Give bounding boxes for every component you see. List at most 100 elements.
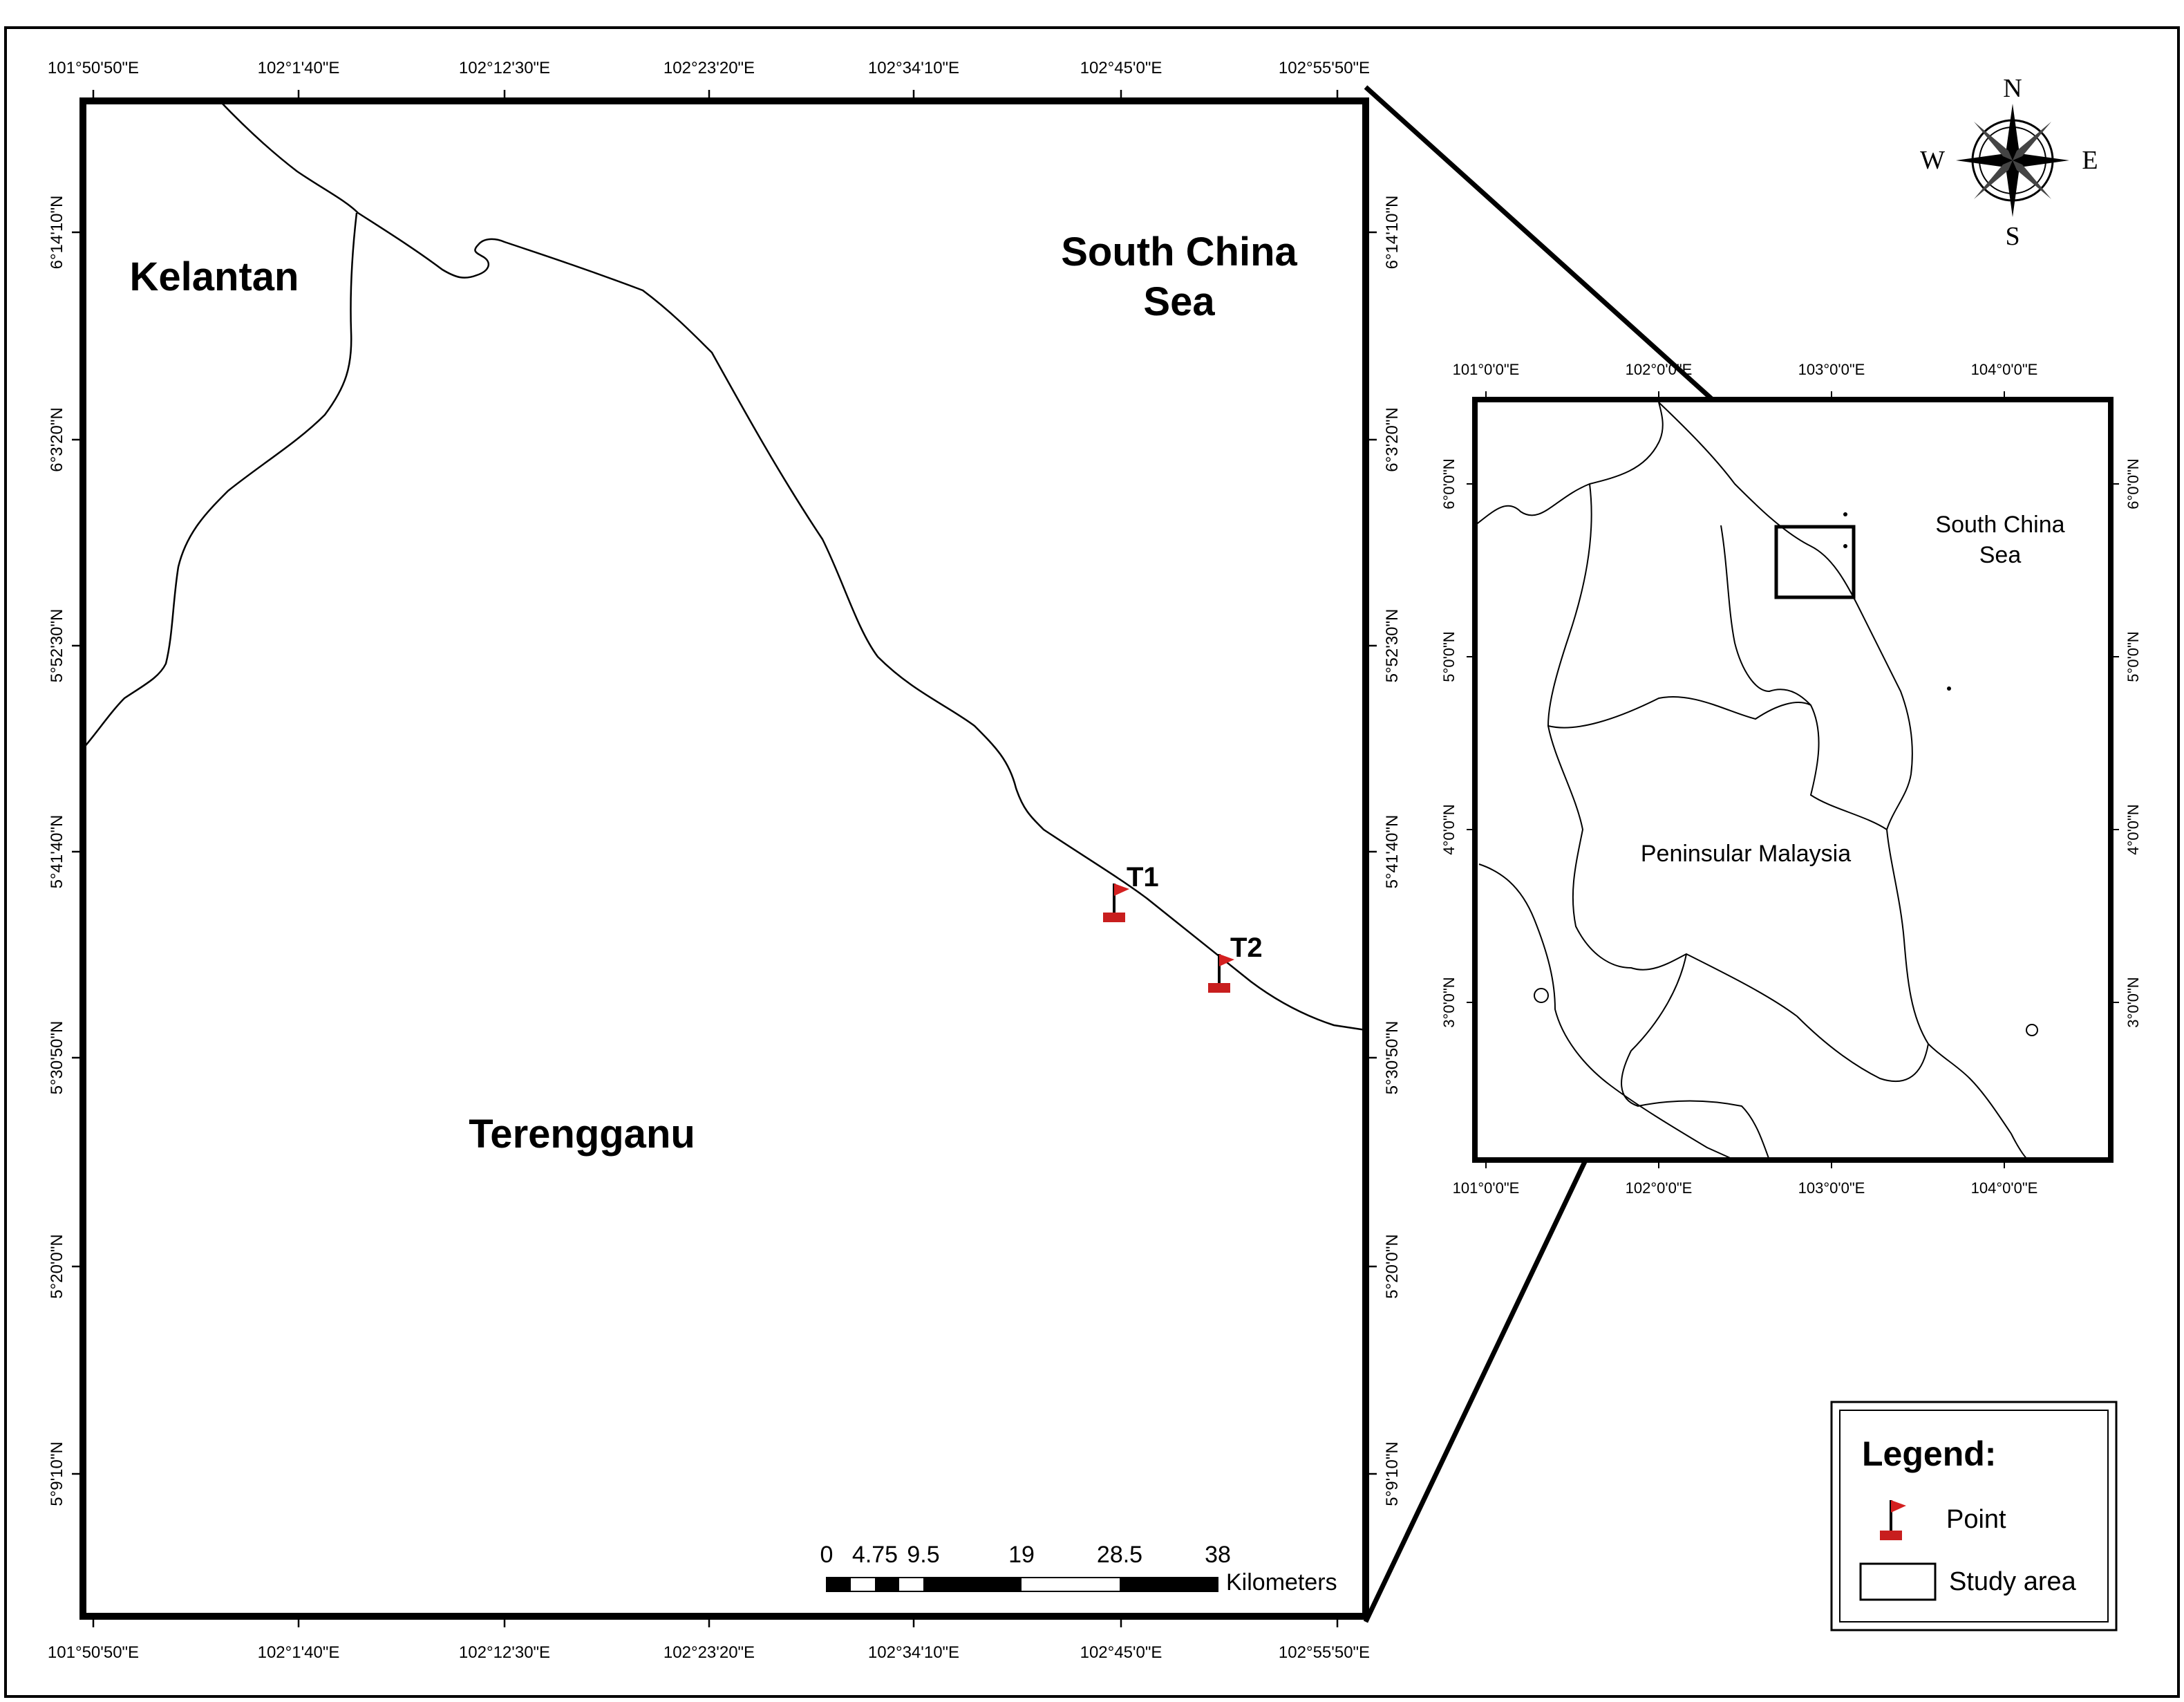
label-kelantan: Kelantan [130,254,299,299]
tick-right-3: 5°41'40"N [1383,815,1402,889]
inset-tick-top-1: 102°0'0"E [1626,361,1693,378]
tick-bottom-6: 102°55'50"E [1279,1643,1370,1662]
tick-left-2: 5°52'30"N [48,609,66,683]
inset-map: 101°0'0"E 102°0'0"E 103°0'0"E 104°0'0"E … [1440,361,2142,1197]
legend-study-area-label: Study area [1949,1567,2077,1596]
scale-tick-5: 38 [1205,1542,1231,1568]
tick-left-6: 5°9'10"N [48,1441,66,1506]
inset-tick-bottom-0: 101°0'0"E [1453,1179,1520,1197]
inset-bottom-ticks: 101°0'0"E 102°0'0"E 103°0'0"E 104°0'0"E [1453,1179,2038,1197]
tick-bottom-1: 102°1'40"E [258,1643,340,1662]
inset-tick-left-1: 5°0'0"N [1440,631,1458,682]
inset-tick-left-3: 3°0'0"N [1440,977,1458,1027]
tick-bottom-2: 102°12'30"E [459,1643,550,1662]
inset-tick-top-0: 101°0'0"E [1453,361,1520,378]
tick-top-1: 102°1'40"E [258,59,340,77]
inset-tick-bottom-1: 102°0'0"E [1626,1179,1693,1197]
study-area-box [1774,525,1856,599]
tick-top-2: 102°12'30"E [459,59,550,77]
inset-tick-right-1: 5°0'0"N [2125,631,2142,682]
label-sea-line1: South China [1061,230,1297,274]
inset-tick-marks [1467,391,2119,1168]
main-map-top-ticks: 101°50'50"E 102°1'40"E 102°12'30"E 102°2… [48,59,1370,77]
tick-right-6: 5°9'10"N [1383,1441,1402,1506]
scale-unit: Kilometers [1226,1569,1337,1596]
label-sea-line2: Sea [1143,279,1215,324]
tick-top-6: 102°55'50"E [1279,59,1370,77]
compass-rose: N S E W [1920,74,2098,251]
inset-tick-bottom-3: 104°0'0"E [1971,1179,2038,1197]
scale-tick-1: 4.75 [852,1542,898,1568]
tick-right-1: 6°3'20"N [1383,407,1402,471]
inset-label-sea-line1: South China [1935,512,2064,538]
main-map-left-ticks: 6°14'10"N 6°3'20"N 5°52'30"N 5°41'40"N 5… [48,196,66,1506]
tick-top-5: 102°45'0"E [1080,59,1162,77]
inset-tick-top-2: 103°0'0"E [1798,361,1865,378]
main-map: 101°50'50"E 102°1'40"E 102°12'30"E 102°2… [48,59,1402,1662]
main-map-bottom-ticks: 101°50'50"E 102°1'40"E 102°12'30"E 102°2… [48,1643,1370,1662]
tick-right-2: 5°52'30"N [1383,609,1402,683]
legend-title: Legend: [1862,1434,1996,1473]
point-label-t2: T2 [1230,933,1263,963]
inset-state-borders [1474,402,1929,1161]
legend-study-area-swatch [1859,1562,1937,1601]
scale-tick-4: 28.5 [1097,1542,1142,1568]
tick-top-4: 102°34'10"E [868,59,959,77]
inset-label-peninsula: Peninsular Malaysia [1641,841,1851,867]
tick-left-3: 5°41'40"N [48,815,66,889]
coastline [219,100,1366,1031]
tick-bottom-4: 102°34'10"E [868,1643,959,1662]
flag-base [1103,913,1125,922]
tick-left-4: 5°30'50"N [48,1021,66,1095]
compass-n: N [2003,74,2022,103]
inset-left-ticks: 6°0'0"N 5°0'0"N 4°0'0"N 3°0'0"N [1440,458,1458,1027]
inset-tick-top-3: 104°0'0"E [1971,361,2038,378]
flag-icon [1219,954,1234,966]
point-t2[interactable]: T2 [1208,933,1263,993]
compass-s: S [2005,222,2020,251]
main-map-frame [79,97,1369,1620]
compass-north-arrow [2006,104,2020,160]
legend-point-label: Point [1946,1505,2006,1534]
compass-e: E [2082,146,2098,175]
inset-right-ticks: 6°0'0"N 5°0'0"N 4°0'0"N 3°0'0"N [2125,458,2142,1027]
main-map-tick-marks [72,90,1377,1627]
tick-right-5: 5°20'0"N [1383,1234,1402,1298]
scale-bar: 0 4.75 9.5 19 28.5 38 Kilometers [820,1542,1337,1596]
inset-tick-left-2: 4°0'0"N [1440,804,1458,854]
tick-bottom-0: 101°50'50"E [48,1643,139,1662]
flag-icon [1114,883,1129,896]
state-border [82,212,358,749]
main-map-right-ticks: 6°14'10"N 6°3'20"N 5°52'30"N 5°41'40"N 5… [1383,196,1402,1506]
flag-icon [1891,1500,1906,1513]
inset-tick-right-3: 3°0'0"N [2125,977,2142,1027]
inset-coastline [1658,402,2029,1161]
tick-bottom-5: 102°45'0"E [1080,1643,1162,1662]
point-label-t1: T1 [1127,862,1159,892]
label-terengganu: Terengganu [469,1112,695,1157]
tick-right-4: 5°30'50"N [1383,1021,1402,1095]
tick-left-1: 6°3'20"N [48,407,66,471]
tick-right-0: 6°14'10"N [1383,196,1402,270]
compass-w: W [1920,146,1945,175]
tick-top-0: 101°50'50"E [48,59,139,77]
inset-tick-right-0: 6°0'0"N [2125,458,2142,509]
tick-top-3: 102°23'20"E [663,59,755,77]
outer-frame [4,26,2180,1698]
inset-west-coast [1478,863,1735,1161]
tick-bottom-3: 102°23'20"E [663,1643,755,1662]
scale-tick-0: 0 [820,1542,834,1568]
inset-tick-left-0: 6°0'0"N [1440,458,1458,509]
scale-tick-2: 9.5 [907,1542,939,1568]
inset-top-ticks: 101°0'0"E 102°0'0"E 103°0'0"E 104°0'0"E [1453,361,2038,378]
flag-base [1208,983,1230,993]
point-t1[interactable]: T1 [1103,862,1159,922]
tick-left-5: 5°20'0"N [48,1234,66,1298]
legend-point-icon [1880,1500,1906,1540]
tick-left-0: 6°14'10"N [48,196,66,270]
inset-tick-bottom-2: 103°0'0"E [1798,1179,1865,1197]
inset-label-sea-line2: Sea [1979,542,2022,568]
legend: Legend: Point Study area [1830,1401,2118,1631]
inset-tick-right-2: 4°0'0"N [2125,804,2142,854]
